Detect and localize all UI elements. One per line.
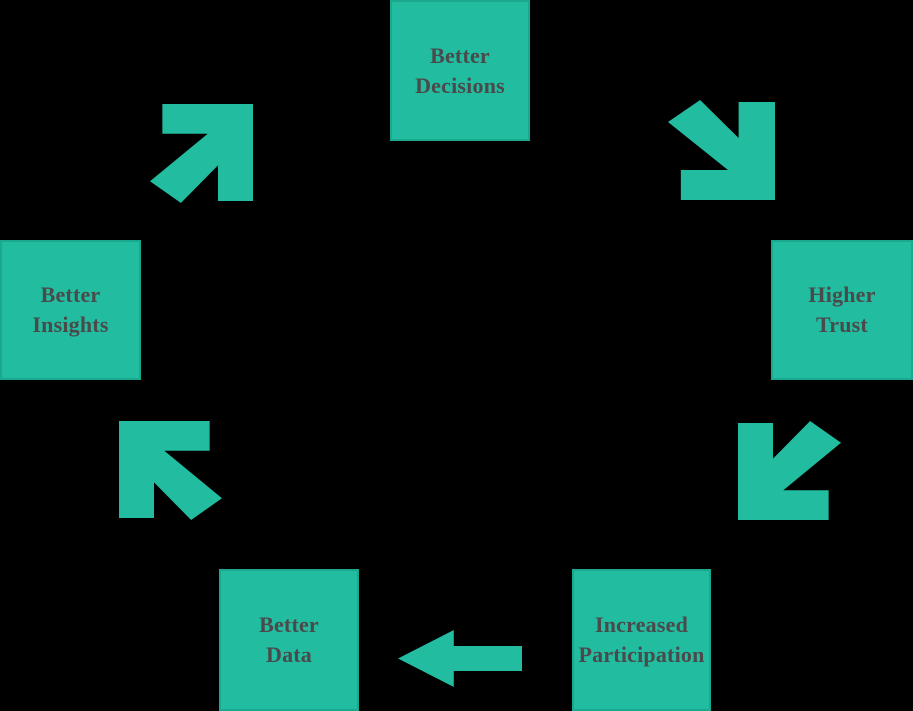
arrow-left-icon bbox=[398, 630, 522, 687]
node-better-data[interactable]: Better Data bbox=[219, 569, 359, 711]
node-higher-trust[interactable]: Higher Trust bbox=[771, 240, 913, 380]
node-label: Better Decisions bbox=[415, 42, 505, 98]
arrow-up-left-icon bbox=[119, 421, 222, 520]
node-better-decisions[interactable]: Better Decisions bbox=[390, 0, 530, 141]
arrow-up-right-icon bbox=[150, 104, 253, 203]
node-label: Better Insights bbox=[32, 282, 109, 337]
node-label: Better Data bbox=[259, 612, 319, 667]
arrow-down-left-icon bbox=[738, 421, 841, 520]
node-better-insights[interactable]: Better Insights bbox=[0, 240, 141, 380]
arrow-down-right-icon bbox=[668, 100, 775, 200]
node-increased-participation[interactable]: Increased Participation bbox=[572, 569, 711, 711]
node-label: Increased Participation bbox=[578, 612, 705, 667]
node-label: Higher Trust bbox=[808, 282, 876, 337]
